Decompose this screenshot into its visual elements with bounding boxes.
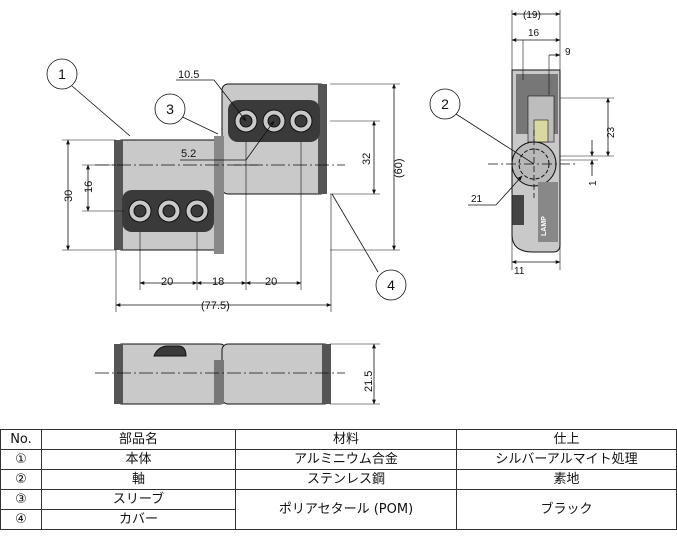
row-part-name: 本体 bbox=[41, 449, 236, 470]
sleeve bbox=[214, 136, 224, 254]
row-no: ① bbox=[0, 449, 42, 470]
parts-table-header: No. 部品名 材料 仕上 bbox=[0, 429, 677, 450]
side-dim-16: 16 bbox=[528, 28, 540, 39]
dim-5-2: 5.2 bbox=[181, 148, 196, 160]
dim-10-5: 10.5 bbox=[178, 69, 199, 81]
callout-2 bbox=[429, 88, 461, 120]
dim-77-5: (77.5) bbox=[201, 300, 230, 312]
row-finish: 素地 bbox=[456, 469, 677, 490]
callout-3-label: 3 bbox=[166, 101, 174, 117]
side-dim-21: 21 bbox=[471, 194, 483, 205]
row-material: ステンレス鋼 bbox=[235, 469, 457, 490]
technical-drawing: 10.5 5.2 16 30 32 (60) 20 18 20 (77.5) 1… bbox=[46, 10, 617, 405]
row-no: ② bbox=[0, 469, 42, 490]
side-dim-23: 23 bbox=[606, 126, 617, 138]
header-finish: 仕上 bbox=[456, 429, 677, 450]
row-part-name: カバー bbox=[41, 509, 236, 530]
row-no: ④ bbox=[0, 509, 42, 530]
side-dim-1: 1 bbox=[588, 180, 599, 186]
callout-3 bbox=[154, 93, 186, 125]
dim-32: 32 bbox=[361, 153, 373, 165]
row-material-merged: ポリアセタール (POM) bbox=[235, 489, 457, 530]
header-material: 材料 bbox=[235, 429, 457, 450]
row-part-name: 軸 bbox=[41, 469, 236, 490]
row-material: アルミニウム合金 bbox=[235, 449, 457, 470]
header-part-name: 部品名 bbox=[41, 429, 236, 450]
table-row: ③ スリーブ ポリアセタール (POM) ブラック bbox=[0, 489, 677, 530]
side-view bbox=[429, 10, 614, 270]
bottom-view bbox=[95, 343, 380, 405]
callout-1 bbox=[46, 58, 78, 90]
table-row: ④ カバー bbox=[0, 509, 677, 530]
dim-18: 18 bbox=[212, 276, 224, 288]
front-view bbox=[62, 79, 400, 312]
callout-1-label: 1 bbox=[58, 66, 66, 82]
side-dim-9: 9 bbox=[565, 47, 571, 58]
table-row: ① 本体 アルミニウム合金 シルバーアルマイト処理 bbox=[0, 449, 677, 470]
row-no: ③ bbox=[0, 489, 42, 510]
row-part-name: スリーブ bbox=[41, 489, 236, 510]
row-finish: シルバーアルマイト処理 bbox=[456, 449, 677, 470]
dim-30: 30 bbox=[63, 190, 75, 202]
table-row: ② 軸 ステンレス鋼 素地 bbox=[0, 469, 677, 490]
dim-16: 16 bbox=[83, 181, 95, 193]
brand-mark: LAMP bbox=[541, 216, 548, 236]
side-dim-11: 11 bbox=[514, 266, 525, 277]
side-dim-19: (19) bbox=[523, 10, 541, 21]
parts-table: No. 部品名 材料 仕上 ① 本体 アルミニウム合金 シルバーアルマイト処理 … bbox=[0, 429, 677, 530]
dim-20-left: 20 bbox=[161, 276, 173, 288]
dim-20-right: 20 bbox=[265, 276, 277, 288]
callout-4-label: 4 bbox=[387, 277, 395, 293]
header-no: No. bbox=[0, 429, 42, 450]
row-finish-merged: ブラック bbox=[456, 489, 677, 530]
dim-60: (60) bbox=[393, 158, 405, 178]
callout-4 bbox=[375, 269, 407, 301]
callout-2-label: 2 bbox=[441, 96, 449, 112]
dim-21-5: 21.5 bbox=[363, 371, 375, 392]
